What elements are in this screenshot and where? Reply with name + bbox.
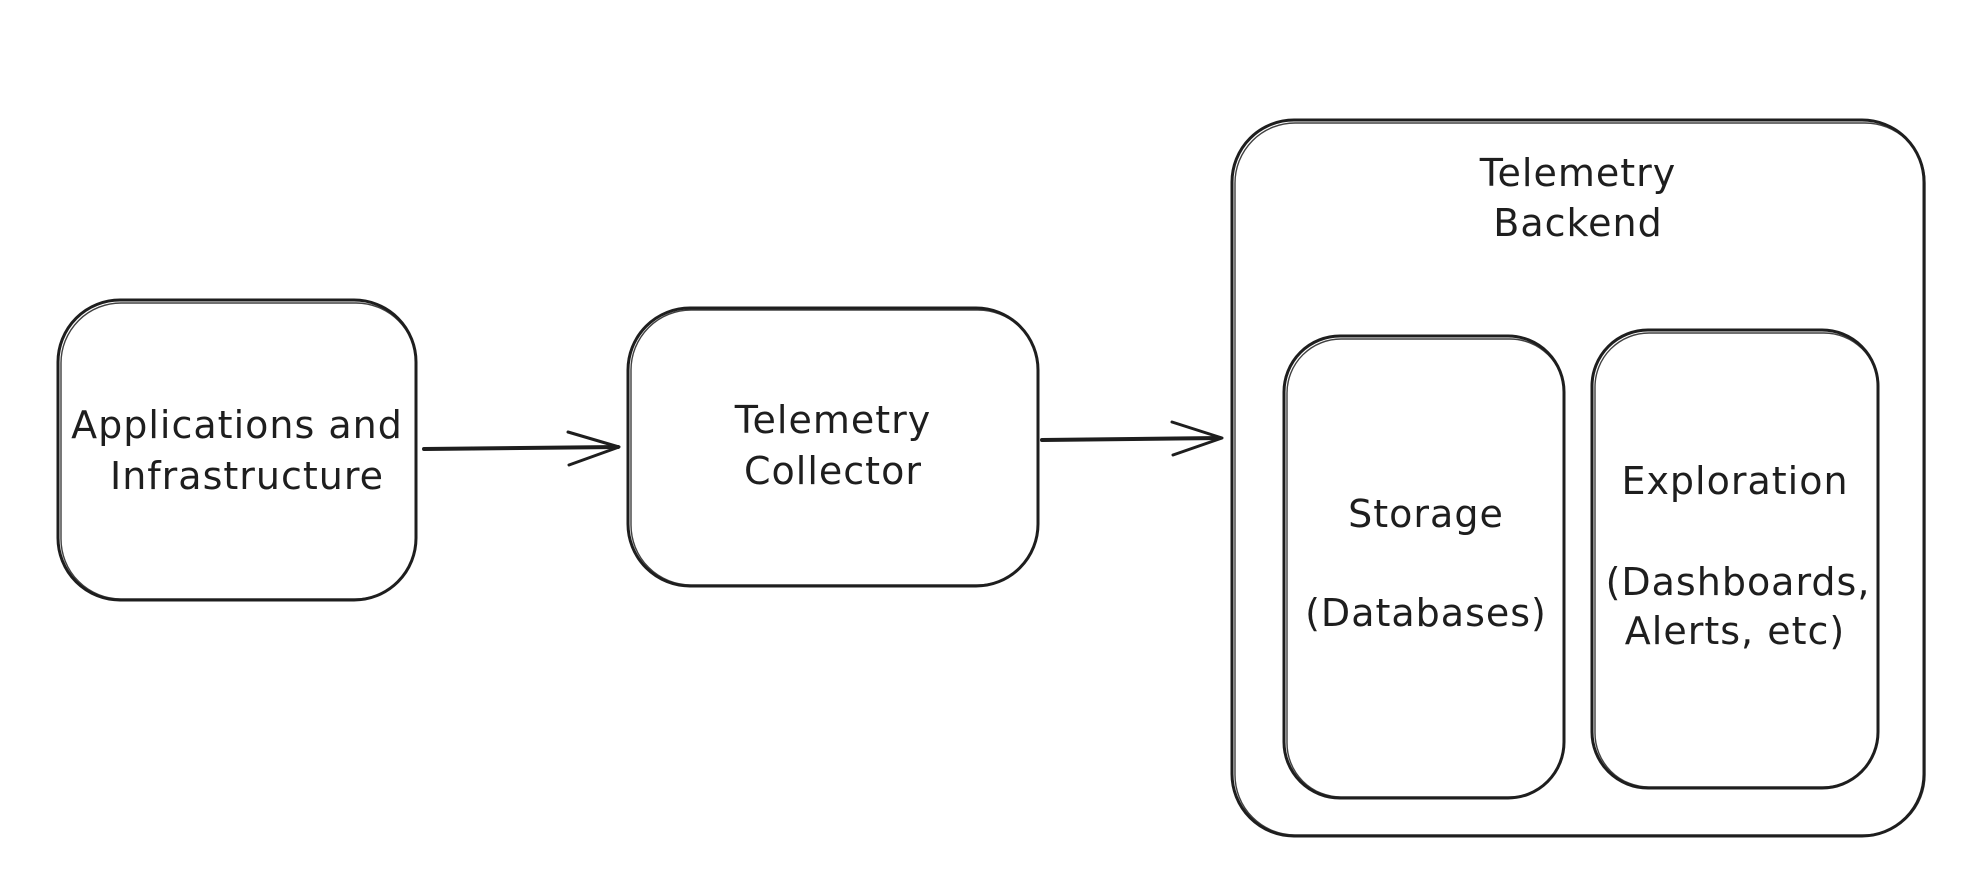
node-telemetry-backend[interactable]: Telemetry Backend [1230,118,1926,838]
edge-collector-to-backend [1040,420,1224,457]
node-storage-label-line1: Storage [1348,492,1504,536]
node-apps-label-line2: Infrastructure [110,454,384,498]
node-collector-label-line2: Collector [744,449,922,493]
node-apps-label-line1: Applications and [71,403,403,447]
node-applications-infrastructure[interactable]: Applications and Infrastructure [56,298,418,602]
node-collector-label-line1: Telemetry [734,398,931,442]
node-storage-label-line2: (Databases) [1305,591,1547,635]
node-exploration-label-line1: Exploration [1621,459,1848,503]
node-telemetry-collector[interactable]: Telemetry Collector [626,306,1040,588]
node-storage[interactable]: Storage (Databases) [1282,334,1566,800]
node-backend-label-line1: Telemetry [1479,151,1676,195]
node-exploration[interactable]: Exploration (Dashboards, Alerts, etc) [1590,328,1880,790]
edge-apps-to-collector [422,430,621,467]
node-exploration-label-line2: (Dashboards, [1606,560,1871,604]
node-backend-label-line2: Backend [1493,201,1662,245]
node-exploration-label-line3: Alerts, etc) [1625,609,1845,653]
